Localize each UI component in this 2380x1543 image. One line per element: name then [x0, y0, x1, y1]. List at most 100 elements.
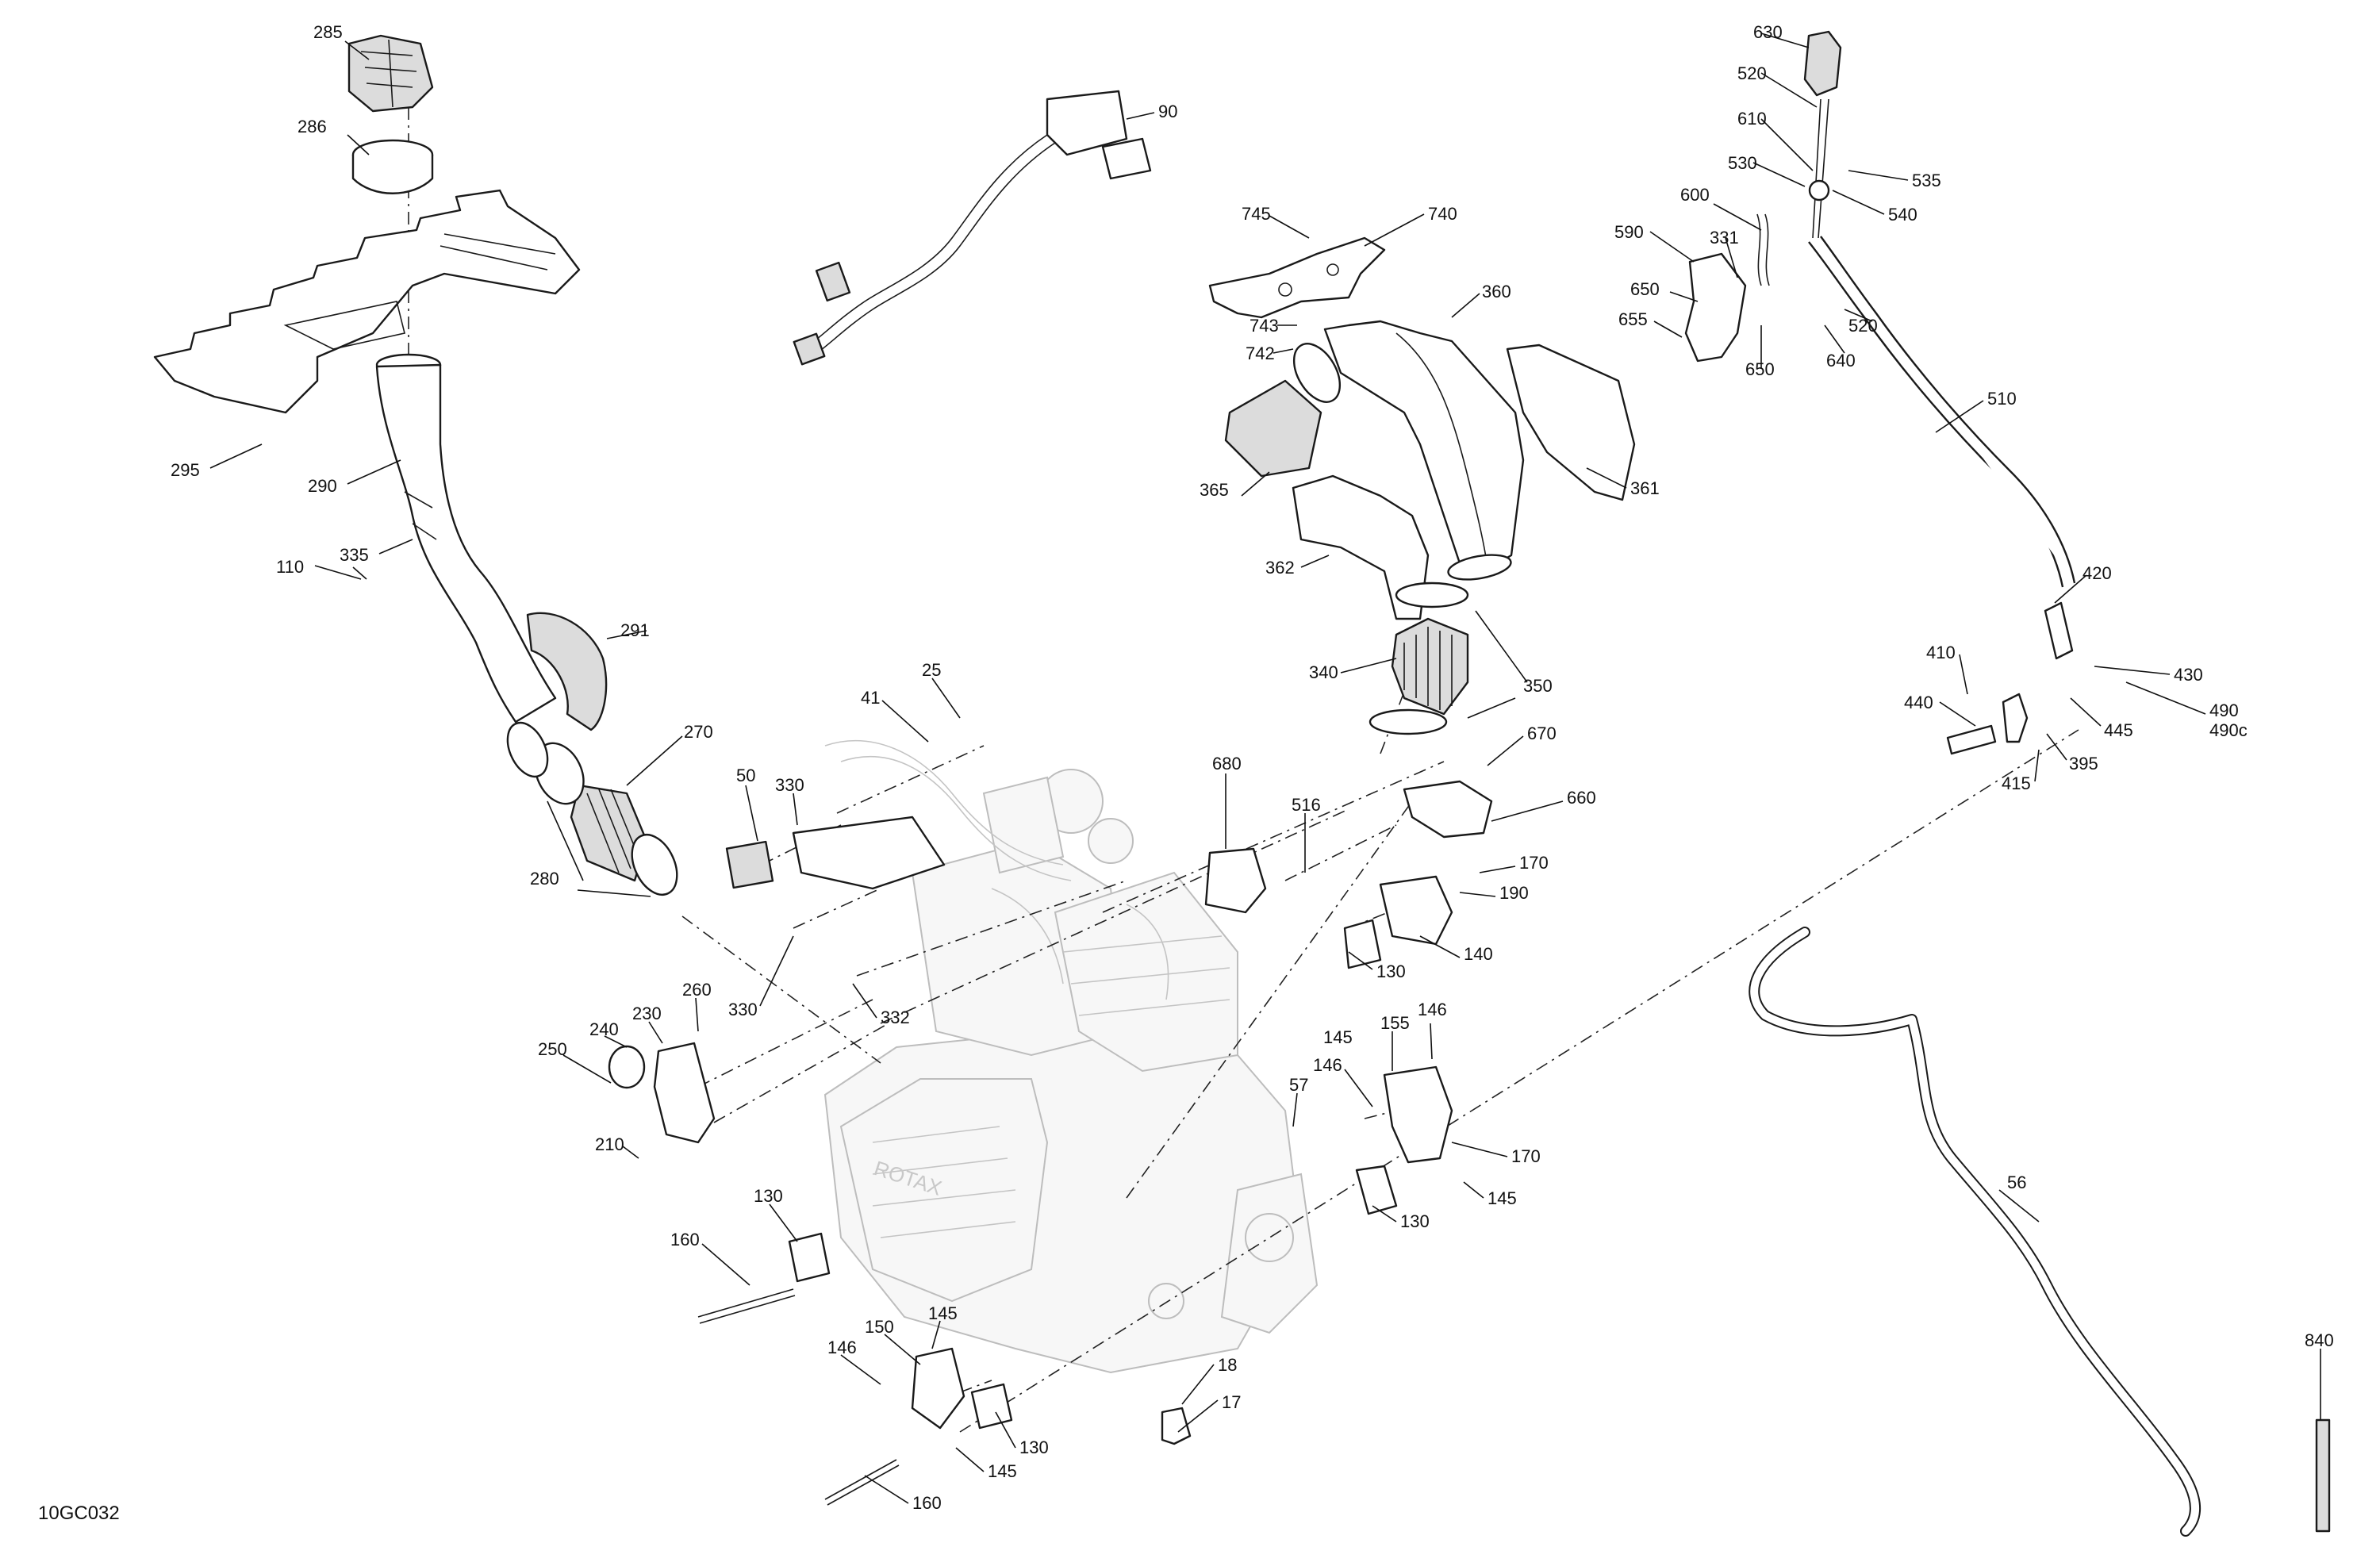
callout-590: 590	[1614, 222, 1644, 242]
callout-56: 56	[2007, 1173, 2026, 1192]
callout-290: 290	[308, 476, 337, 496]
callout-630: 630	[1753, 22, 1783, 42]
callout-140: 140	[1464, 944, 1493, 964]
callout-170-top: 170	[1519, 853, 1549, 873]
callout-410: 410	[1926, 643, 1956, 662]
callout-440: 440	[1904, 693, 1933, 712]
part-shifter-assembly	[1684, 30, 2076, 755]
callout-516: 516	[1292, 795, 1321, 815]
callout-230: 230	[632, 1004, 662, 1023]
callout-145-a: 145	[1323, 1027, 1353, 1047]
callout-25: 25	[922, 660, 941, 680]
callout-295: 295	[171, 460, 200, 480]
callout-146-c: 146	[827, 1338, 857, 1357]
callout-285: 285	[313, 22, 343, 42]
callout-430: 430	[2174, 665, 2203, 685]
callout-840: 840	[2305, 1330, 2334, 1350]
callout-291: 291	[620, 620, 650, 640]
callout-146-b: 146	[1313, 1055, 1342, 1075]
callout-660: 660	[1567, 788, 1596, 808]
callout-520-top: 520	[1737, 63, 1767, 83]
callout-745: 745	[1242, 204, 1271, 224]
callout-130-middle: 130	[1400, 1211, 1430, 1231]
callout-155: 155	[1380, 1013, 1410, 1033]
callout-57: 57	[1289, 1075, 1308, 1095]
callout-640: 640	[1826, 351, 1856, 370]
part-361-shield	[1506, 344, 1636, 501]
part-286-ring	[351, 139, 434, 194]
callout-610: 610	[1737, 109, 1767, 129]
callout-365: 365	[1200, 480, 1229, 500]
callout-210: 210	[595, 1134, 624, 1154]
callout-250: 250	[538, 1039, 567, 1059]
callout-90: 90	[1158, 102, 1177, 121]
part-270-coupler	[506, 721, 678, 896]
callout-170-bottom: 170	[1511, 1146, 1541, 1166]
callout-270: 270	[684, 722, 713, 742]
callout-331: 331	[1710, 228, 1739, 248]
callout-332: 332	[881, 1008, 910, 1027]
callout-330-bottom: 330	[728, 1000, 758, 1019]
part-362-shield	[1292, 474, 1430, 620]
part-340-muffler	[1368, 582, 1469, 735]
callout-490c: 490c	[2209, 720, 2248, 740]
callout-655: 655	[1618, 309, 1648, 329]
callout-670: 670	[1527, 724, 1557, 743]
callout-540: 540	[1888, 205, 1917, 225]
part-90-harness	[793, 90, 1152, 366]
callout-361: 361	[1630, 478, 1660, 498]
callout-335: 335	[340, 545, 369, 565]
callout-146-a: 146	[1418, 1000, 1447, 1019]
part-mount-brackets	[608, 780, 1493, 1506]
callout-240: 240	[589, 1019, 619, 1039]
callout-350: 350	[1523, 676, 1553, 696]
part-291-boot	[526, 612, 608, 731]
callout-490: 490	[2209, 700, 2239, 720]
callout-650-left: 650	[1630, 279, 1660, 299]
diagram-code: 10GC032	[38, 1503, 120, 1524]
callout-labels: 285 286 295 290 335 110 291 270 280 90 7…	[171, 22, 2334, 1513]
part-290-intake-tube	[375, 353, 557, 724]
callout-17: 17	[1222, 1392, 1241, 1412]
part-285-intake-screen	[347, 34, 434, 113]
callout-50: 50	[736, 766, 755, 785]
part-295-heat-shield	[153, 189, 581, 414]
callout-330-top: 330	[775, 775, 804, 795]
callout-145-b: 145	[1488, 1188, 1517, 1208]
callout-740: 740	[1428, 204, 1457, 224]
callout-41: 41	[861, 688, 880, 708]
callout-535: 535	[1912, 171, 1941, 190]
callout-520-bottom: 520	[1848, 316, 1878, 336]
part-56-hose	[1749, 927, 2331, 1537]
callout-286: 286	[298, 117, 327, 136]
callout-510: 510	[1987, 389, 2017, 409]
callout-743: 743	[1250, 316, 1279, 336]
callout-530: 530	[1728, 153, 1757, 173]
callout-150: 150	[865, 1317, 894, 1337]
part-360-exhaust	[1224, 320, 1525, 581]
callout-395: 395	[2069, 754, 2098, 773]
callout-145-c: 145	[928, 1303, 958, 1323]
callout-280: 280	[530, 869, 559, 889]
callout-600: 600	[1680, 185, 1710, 205]
part-740-bracket	[1208, 236, 1386, 319]
assembly-centerlines	[408, 107, 2079, 1433]
callout-160-bottom: 160	[912, 1493, 942, 1513]
callout-742: 742	[1246, 344, 1275, 363]
callout-18: 18	[1218, 1355, 1237, 1375]
leader-lines	[209, 33, 2321, 1504]
callout-650-right: 650	[1745, 359, 1775, 379]
callout-680: 680	[1212, 754, 1242, 773]
callout-130-upper: 130	[1376, 961, 1406, 981]
callout-260: 260	[682, 980, 712, 1000]
callout-110: 110	[276, 557, 304, 577]
callout-420: 420	[2082, 563, 2112, 583]
callout-190: 190	[1499, 883, 1529, 903]
callout-130-bottom: 130	[1019, 1437, 1049, 1457]
callout-145-d: 145	[988, 1461, 1017, 1481]
callout-130-left: 130	[754, 1186, 783, 1206]
callout-415: 415	[2002, 773, 2031, 793]
callout-360: 360	[1482, 282, 1511, 301]
callout-362: 362	[1265, 558, 1295, 578]
